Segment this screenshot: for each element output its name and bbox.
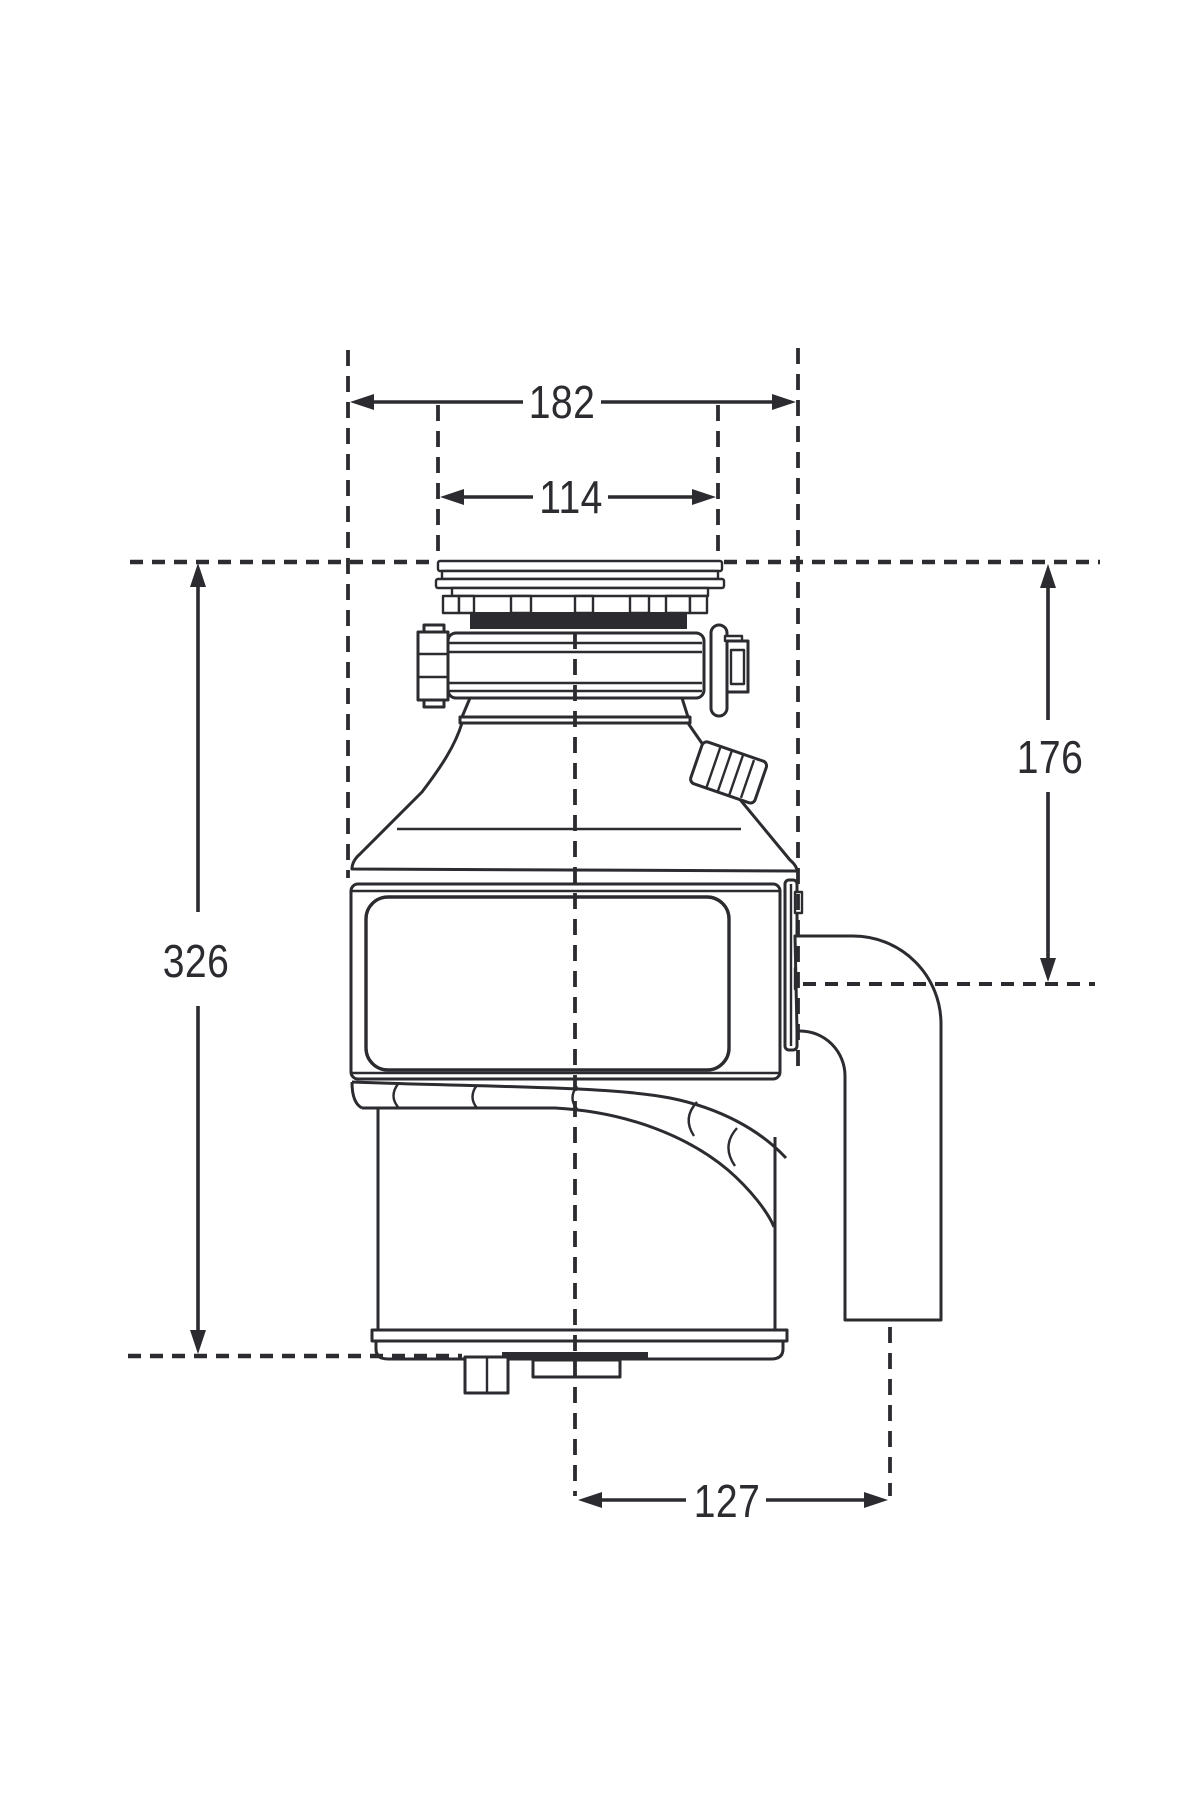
dimension-outlet-offset: 127 xyxy=(578,1476,888,1528)
dimension-label-176: 176 xyxy=(1017,732,1083,784)
skirt-band xyxy=(350,1080,788,1228)
discharge-elbow xyxy=(793,934,943,1322)
arrowhead-left xyxy=(440,489,464,505)
body-panel xyxy=(364,895,731,1072)
arrowhead-left xyxy=(350,394,374,410)
arrowhead-right xyxy=(864,1492,888,1508)
arrowhead-down xyxy=(1040,958,1056,982)
dimension-flange-width: 114 xyxy=(440,472,716,524)
dimension-height-below-sink: 176 xyxy=(1017,564,1083,982)
arrowhead-left xyxy=(578,1492,602,1508)
dimension-label-182: 182 xyxy=(529,377,595,429)
dimension-label-127: 127 xyxy=(694,1476,760,1528)
dimension-overall-height: 326 xyxy=(163,563,229,1354)
arrowhead-right xyxy=(692,489,716,505)
dimension-label-114: 114 xyxy=(539,472,603,524)
base-feet xyxy=(463,1352,648,1395)
motor-housing xyxy=(370,1108,789,1361)
dimension-label-326: 326 xyxy=(163,936,229,988)
arrowhead-down xyxy=(190,1330,206,1354)
mounting-ring-lugs xyxy=(441,594,709,615)
grind-chamber-body xyxy=(349,882,782,1081)
arrowhead-up xyxy=(1040,564,1056,588)
dishwasher-inlet xyxy=(689,740,769,805)
sink-flange xyxy=(434,559,726,598)
extension-lines xyxy=(128,348,1100,1496)
gasket-band xyxy=(470,612,687,629)
arrowhead-up xyxy=(190,563,206,587)
dimension-overall-width: 182 xyxy=(350,377,796,429)
disposer-unit xyxy=(349,559,943,1395)
arrowhead-right xyxy=(772,394,796,410)
